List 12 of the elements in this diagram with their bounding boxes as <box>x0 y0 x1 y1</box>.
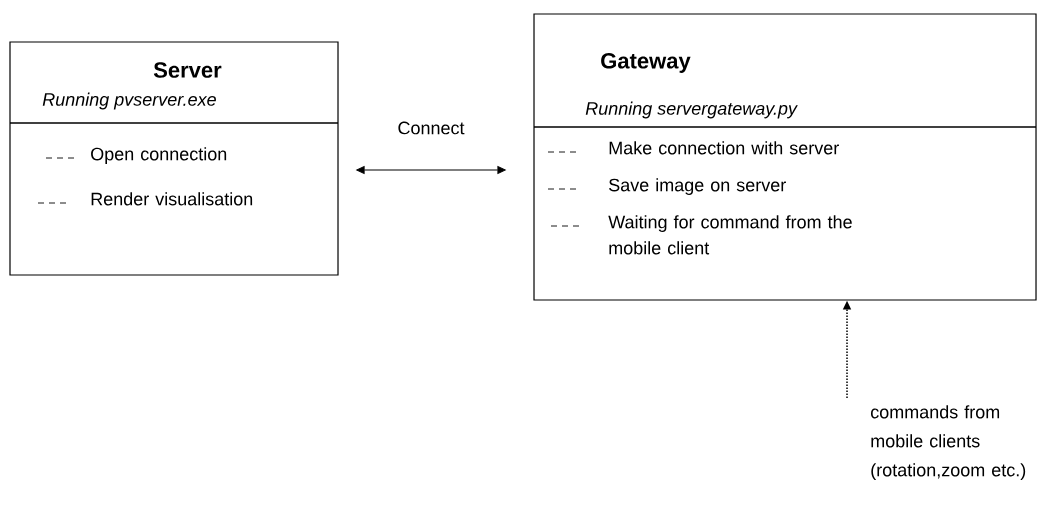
list-item: Make connection with server <box>609 141 839 155</box>
list-item: Save image on server <box>609 178 786 195</box>
annotation-text: commands from mobile clients (rotation,zoom etc.) <box>871 405 1026 480</box>
arrow <box>356 166 506 174</box>
box-subtitle: Running pvserver.exe <box>42 92 216 110</box>
box-title: Server <box>153 62 222 78</box>
edge-label: Connect <box>396 120 466 136</box>
box-subtitle: Running servergateway.py <box>585 101 798 119</box>
list-item: Render visualisation <box>91 192 253 206</box>
list-item: Open connection <box>91 147 227 164</box>
box-title: Gateway <box>601 53 691 73</box>
list-item: Waiting for command from the mobile client <box>608 215 852 255</box>
